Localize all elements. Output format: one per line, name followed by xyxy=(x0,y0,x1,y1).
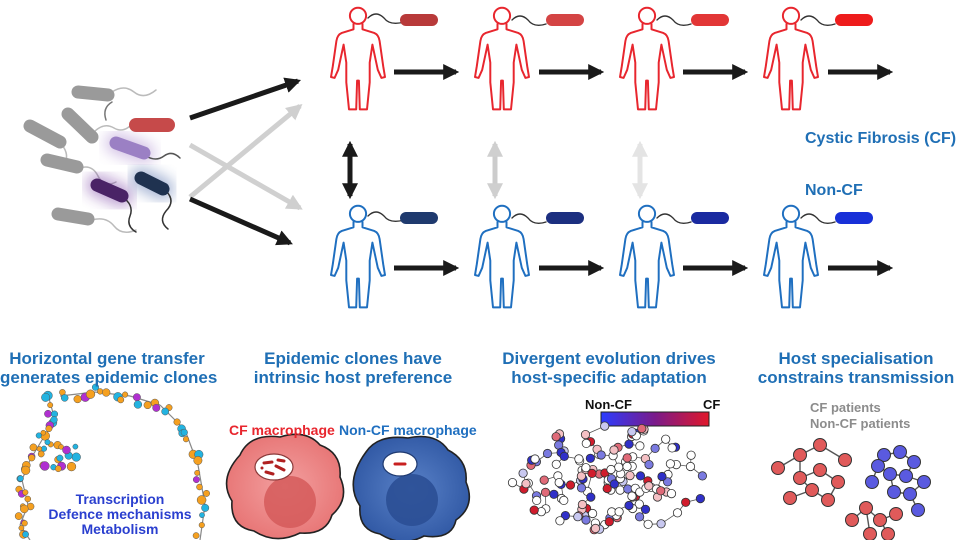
non-cf-macrophage-label: Non-CF macrophage xyxy=(339,422,477,438)
human-figure-icon xyxy=(618,204,676,309)
bacterium-icon xyxy=(105,132,181,164)
cf-macrophage-label: CF macrophage xyxy=(229,422,335,438)
arrow-cluster-to-cf xyxy=(189,77,302,121)
evolution-network xyxy=(507,421,708,535)
bacterium-icon xyxy=(511,212,584,225)
bacterium-icon xyxy=(71,85,157,102)
human-figure-icon xyxy=(473,6,531,111)
colorscale-low-label: Non-CF xyxy=(585,397,632,412)
human-figure-icon xyxy=(762,6,820,111)
bacterium-icon xyxy=(86,174,137,233)
bacterium-icon xyxy=(656,14,729,27)
cf-row xyxy=(329,6,894,111)
gene-function-item: Defence mechanisms xyxy=(48,506,192,522)
human-figure-icon xyxy=(618,6,676,111)
non-cf-patients-label: Non-CF patients xyxy=(810,416,911,431)
colorscale-bar xyxy=(600,411,710,427)
cf-patients-label: CF patients xyxy=(810,400,881,415)
transmission-network xyxy=(771,438,931,540)
bacterium-icon xyxy=(511,14,584,27)
bacterium-icon xyxy=(104,101,179,136)
transmission-arrows xyxy=(188,77,303,246)
human-figure-icon xyxy=(329,204,387,309)
gene-function-item: Transcription xyxy=(75,491,165,507)
bacterium-icon xyxy=(51,207,137,233)
macrophage-icon xyxy=(352,435,471,540)
arrow-cluster-to-noncf-light xyxy=(188,142,303,211)
bacterium-icon xyxy=(130,167,174,230)
bacterium-icon xyxy=(656,212,729,225)
human-figure-icon xyxy=(473,204,531,309)
colorscale-high-label: CF xyxy=(703,397,721,412)
human-figure-icon xyxy=(762,204,820,309)
bacteria-cluster xyxy=(23,85,181,233)
gene-function-list: Transcription Defence mechanisms Metabol… xyxy=(36,492,204,537)
human-figure-icon xyxy=(329,6,387,111)
cross-host-arrows xyxy=(341,140,649,200)
arrow-cluster-to-noncf xyxy=(188,196,293,246)
arrow-cluster-to-cf-light xyxy=(188,103,303,199)
cf-group-label: Cystic Fibrosis (CF) xyxy=(805,130,957,147)
bacterium-icon xyxy=(800,14,873,27)
hgt-network xyxy=(14,383,210,540)
bacterium-icon xyxy=(367,211,438,224)
bacterium-icon xyxy=(61,107,135,144)
bacterium-icon xyxy=(800,212,873,225)
non-cf-row xyxy=(329,204,894,309)
macrophage-icon xyxy=(225,433,345,540)
non-cf-group-label: Non-CF xyxy=(805,182,863,199)
bacterium-icon xyxy=(367,13,438,26)
gene-function-item: Metabolism xyxy=(81,521,159,537)
